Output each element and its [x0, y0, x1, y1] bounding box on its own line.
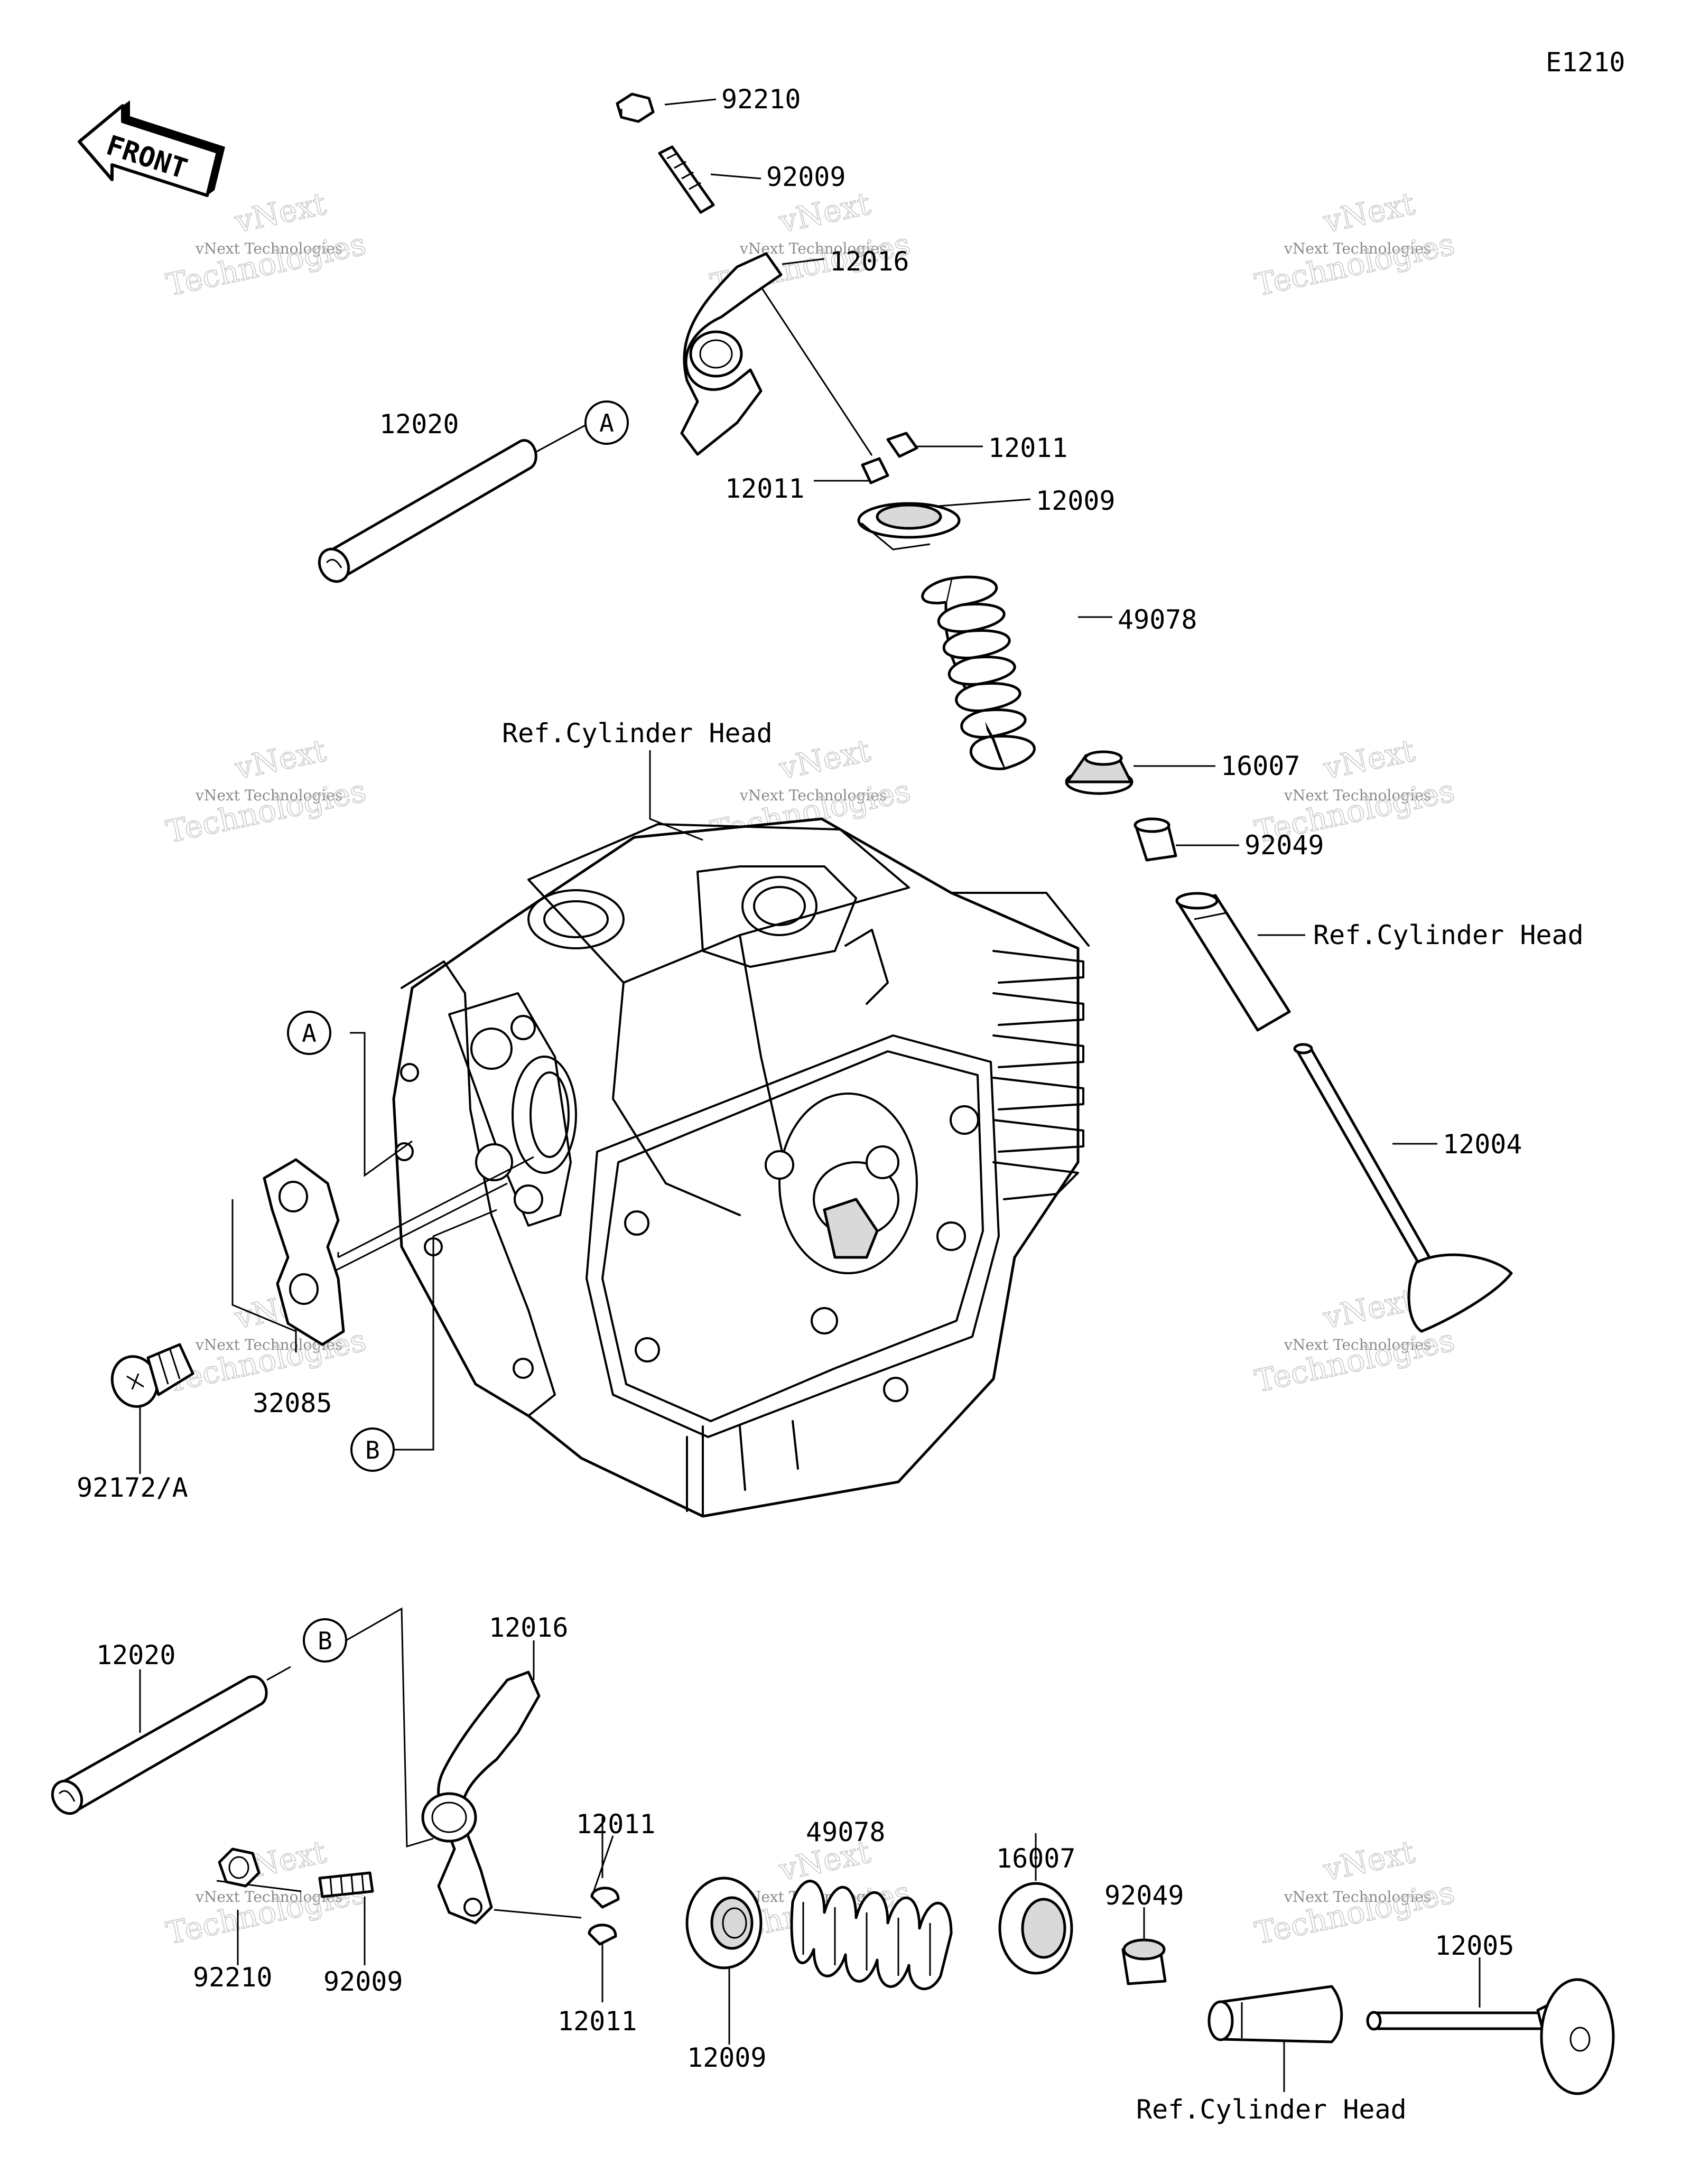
valve-seal-92049-top — [1133, 817, 1177, 862]
valve-12004 — [1293, 1043, 1513, 1333]
adjusting-screw-92009-bottom — [318, 1871, 374, 1898]
leaders-mid — [139, 750, 703, 1474]
callout-b-mid-text: B — [365, 1436, 380, 1464]
spring-seat-16007-top — [1065, 750, 1133, 795]
part-label-12016-bottom: 12016 — [489, 1612, 569, 1643]
watermark-vnext: vNext — [231, 185, 329, 240]
callout-b-mid: B — [350, 1427, 395, 1472]
collet-12011-bottom-bottom — [588, 1924, 617, 1946]
watermark-text: vNext Technologies — [1284, 1336, 1431, 1354]
part-label-12005: 12005 — [1435, 1930, 1515, 1961]
part-label-12011-bottom-top: 12011 — [576, 1809, 656, 1840]
watermark-vnext: vNext — [231, 732, 329, 787]
watermark-vnext: vNext — [776, 732, 874, 787]
rocker-arm-12016-top — [680, 252, 783, 456]
ref-cylinder-head-top: Ref.Cylinder Head — [502, 718, 773, 749]
front-arrow-icon: FRONT — [78, 100, 225, 197]
part-label-12011-top-right: 12011 — [988, 433, 1068, 463]
nut-92210-top — [616, 92, 655, 123]
valve-guide-top — [1175, 892, 1291, 1032]
watermark-vnext: vNext — [1320, 1282, 1418, 1336]
collet-12011-top-left — [861, 457, 889, 484]
rocker-shaft-12020-bottom — [51, 1675, 268, 1815]
watermark: vNext vNext Technologies Technologies — [163, 185, 369, 303]
leaders-top — [536, 98, 1437, 1145]
valve-guide-bottom — [1207, 1985, 1343, 2043]
watermark-technologies: Technologies — [163, 226, 369, 303]
collet-12011-bottom-top — [590, 1887, 620, 1909]
callout-b-bottom-text: B — [318, 1627, 332, 1655]
part-label-92210-top: 92210 — [721, 84, 801, 115]
adjusting-screw-92009-top — [658, 145, 715, 214]
watermark-text: vNext Technologies — [1284, 787, 1431, 804]
watermark-text: vNext Technologies — [1284, 1888, 1431, 1906]
callout-a-top: A — [584, 400, 629, 445]
ref-cylinder-head-bottom: Ref.Cylinder Head — [1136, 2094, 1407, 2125]
spring-49078-bottom — [790, 1880, 953, 1991]
watermark-technologies: Technologies — [163, 772, 369, 850]
part-label-92172a: 92172/A — [77, 1472, 188, 1503]
watermark-vnext: vNext — [1320, 732, 1418, 787]
part-label-92009-bottom: 92009 — [323, 1966, 403, 1997]
rocker-arm-12016-bottom — [421, 1670, 541, 1925]
watermark-text: vNext Technologies — [1284, 240, 1431, 257]
ref-cylinder-head-right: Ref.Cylinder Head — [1313, 920, 1584, 950]
part-label-92049-bottom: 92049 — [1104, 1880, 1184, 1911]
screw-92172a — [110, 1343, 194, 1408]
callout-a-mid-text: A — [302, 1019, 317, 1048]
watermark-vnext: vNext — [1320, 1834, 1418, 1888]
part-label-12020-top: 12020 — [379, 409, 459, 440]
watermark-text: vNext Technologies — [195, 787, 342, 804]
nut-92210-bottom — [218, 1847, 261, 1888]
diagram-code: E1210 — [1546, 47, 1625, 78]
plate-32085 — [263, 1158, 345, 1346]
callout-a-mid: A — [287, 1011, 331, 1055]
valve-12005 — [1366, 1978, 1615, 2095]
part-label-16007-bottom: 16007 — [996, 1843, 1076, 1874]
retainer-12009-bottom — [685, 1877, 763, 1970]
part-label-49078-top: 49078 — [1118, 604, 1197, 635]
spring-49078-top — [921, 575, 1036, 770]
callout-b-bottom: B — [303, 1618, 347, 1663]
part-label-12016-top: 12016 — [830, 246, 909, 277]
rocker-shaft-12020-top — [318, 439, 537, 583]
part-label-12011-top-left: 12011 — [725, 473, 805, 504]
spring-seat-16007-bottom — [998, 1882, 1073, 1975]
watermark: vNext vNext Technologies Technologies — [163, 732, 369, 850]
part-label-32085: 32085 — [253, 1388, 332, 1418]
retainer-12009-top — [857, 502, 961, 550]
watermark: vNext vNext Technologies Technologies — [1251, 185, 1458, 303]
watermark-text: vNext Technologies — [739, 787, 887, 804]
cooling-fins — [950, 892, 1090, 1200]
part-label-12009-bottom: 12009 — [687, 2042, 767, 2073]
part-label-92210-bottom: 92210 — [193, 1962, 273, 1993]
valve-seal-92049-bottom — [1121, 1938, 1167, 1985]
cylinder-head — [392, 817, 1090, 1518]
collet-12011-top-right — [886, 432, 918, 458]
watermark: vNext vNext Technologies Technologies — [1251, 1833, 1458, 1952]
watermark-vnext: vNext — [1320, 185, 1418, 240]
watermark-text: vNext Technologies — [195, 240, 342, 257]
watermark-technologies: Technologies — [1252, 226, 1458, 303]
part-label-92049-top: 92049 — [1244, 830, 1324, 861]
callout-a-top-text: A — [599, 409, 614, 437]
part-label-49078-bottom: 49078 — [806, 1817, 886, 1847]
watermark-text: vNext Technologies — [195, 1888, 342, 1906]
part-labels: 92210 92009 12016 12020 12011 12011 1200… — [77, 84, 1584, 2125]
part-label-92009-top: 92009 — [766, 162, 846, 192]
watermark-vnext: vNext — [776, 185, 874, 240]
watermark-technologies: Technologies — [1252, 1322, 1458, 1399]
part-label-12004: 12004 — [1443, 1129, 1522, 1160]
part-label-16007-top: 16007 — [1221, 751, 1300, 781]
part-label-12020-bottom: 12020 — [96, 1640, 176, 1670]
part-label-12009-top: 12009 — [1036, 486, 1116, 516]
part-label-12011-bottom-bottom: 12011 — [558, 2006, 637, 2037]
watermark-technologies: Technologies — [1252, 1874, 1458, 1951]
